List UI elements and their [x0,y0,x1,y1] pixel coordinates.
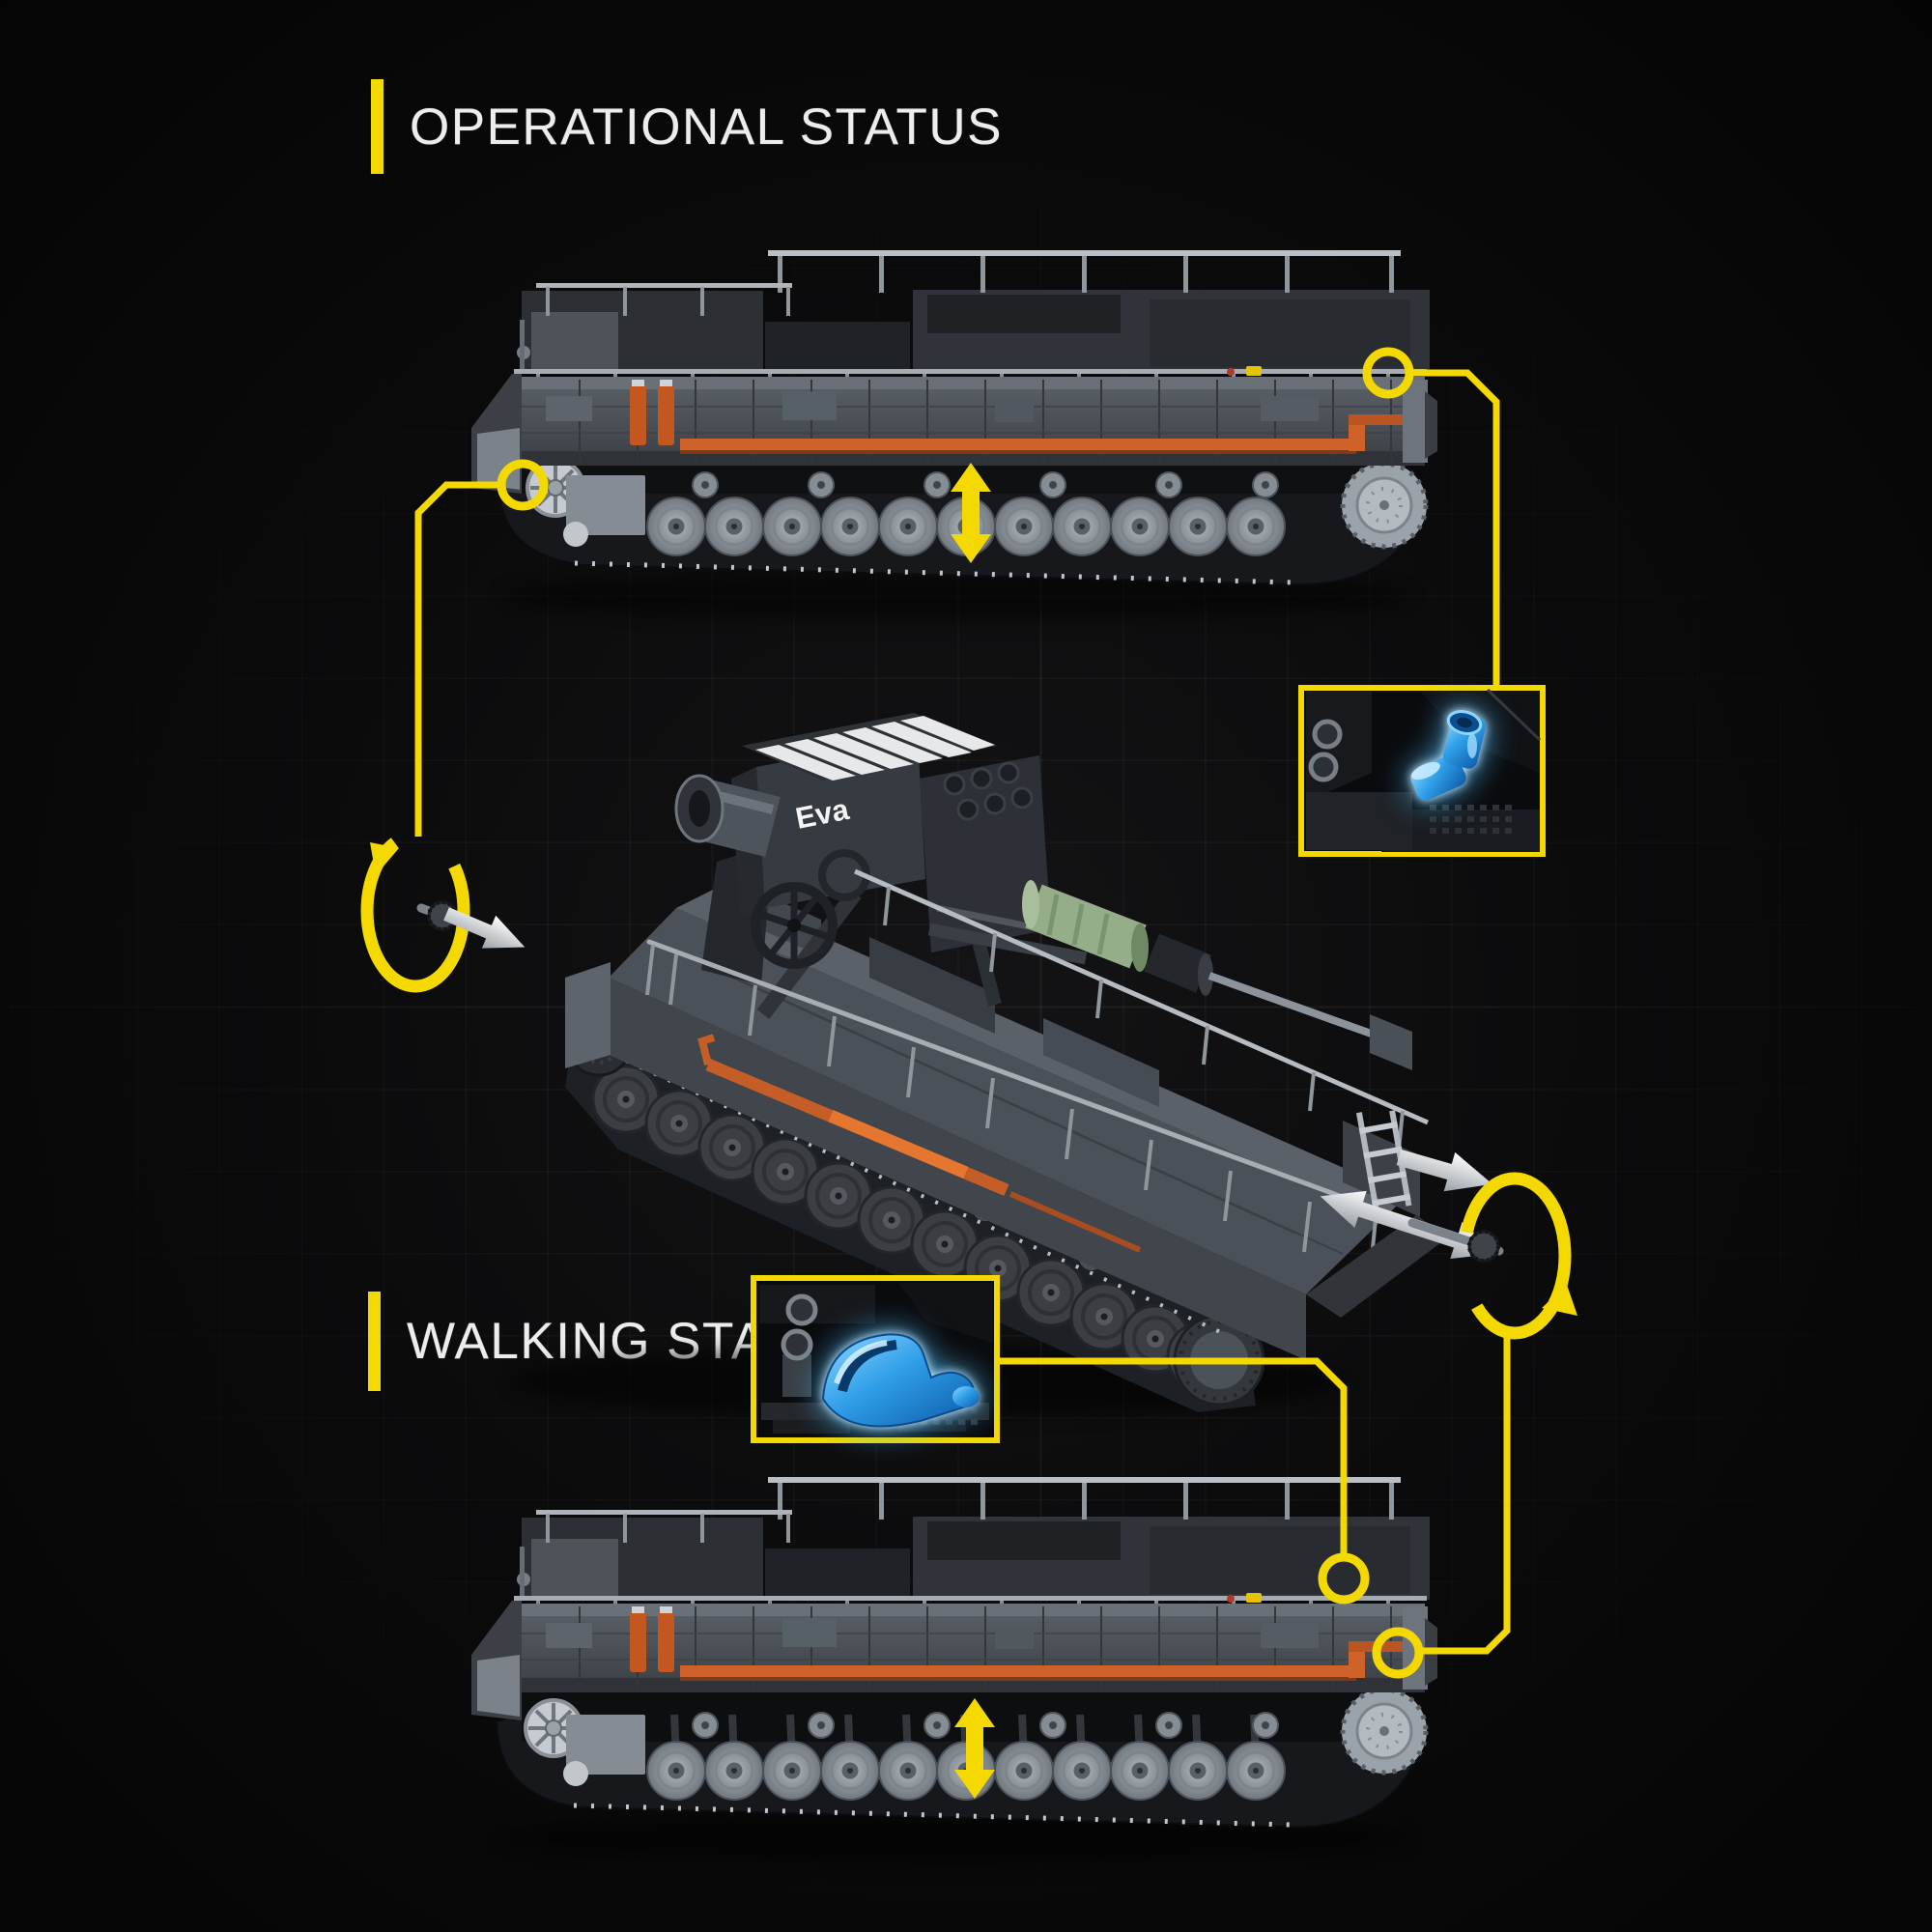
deck [609,908,1383,1294]
right-crank-rotation [1314,1137,1577,1340]
tank-operational-side-view [470,249,1438,619]
mortar-housing [756,736,925,908]
railing-posts [645,944,1378,1259]
green-shell [1022,880,1412,1070]
marker-circle-walking-upper [1318,1552,1370,1605]
marker-circle-walking-lower [1372,1627,1424,1679]
stud-ring [781,1328,813,1361]
front-armor-plate [566,475,645,535]
cradle-bolts [943,761,1034,821]
callout-box-upper [1298,685,1546,857]
drive-sprocket [1342,463,1427,548]
near-railing [646,939,1406,1222]
tank-main-three-quarter-view: Eva [512,713,1449,1416]
highlighted-blue-lever-part [821,1333,980,1428]
stud-ring [785,1293,818,1326]
highlighted-blue-elbow-part [1410,710,1487,801]
grille [1430,805,1517,834]
heading-label: OPERATIONAL STATUS [410,98,1004,156]
drive-sprocket [1342,1689,1427,1774]
front-armor-plate [566,1715,645,1775]
far-railing [853,868,1430,1125]
rotation-arrow-icon [1458,1172,1572,1340]
suspension-arms [670,1714,1260,1760]
track-links [625,1059,1228,1337]
crank-gear [1467,1230,1500,1263]
tank-walking-side-view [470,1476,1438,1861]
hand-wheel [751,882,838,969]
yellow-accent-bar [371,79,384,174]
roof-white-slats [755,716,995,781]
callout-connectors [414,347,1511,1679]
yellow-accent-bar [368,1292,381,1391]
rotation-arrow-icon [360,829,470,993]
front-plate [565,962,611,1068]
track-links [573,1803,1293,1828]
left-crank-rotation [360,829,532,993]
marker-circle-rear-pivot [1362,347,1414,399]
stud-ring [1312,719,1343,750]
stud-ring [1308,752,1339,782]
marker-circle-front-pivot [497,459,549,511]
callout-box-lower [751,1275,1000,1443]
heading-operational-status: OPERATIONAL STATUS [371,79,1003,174]
